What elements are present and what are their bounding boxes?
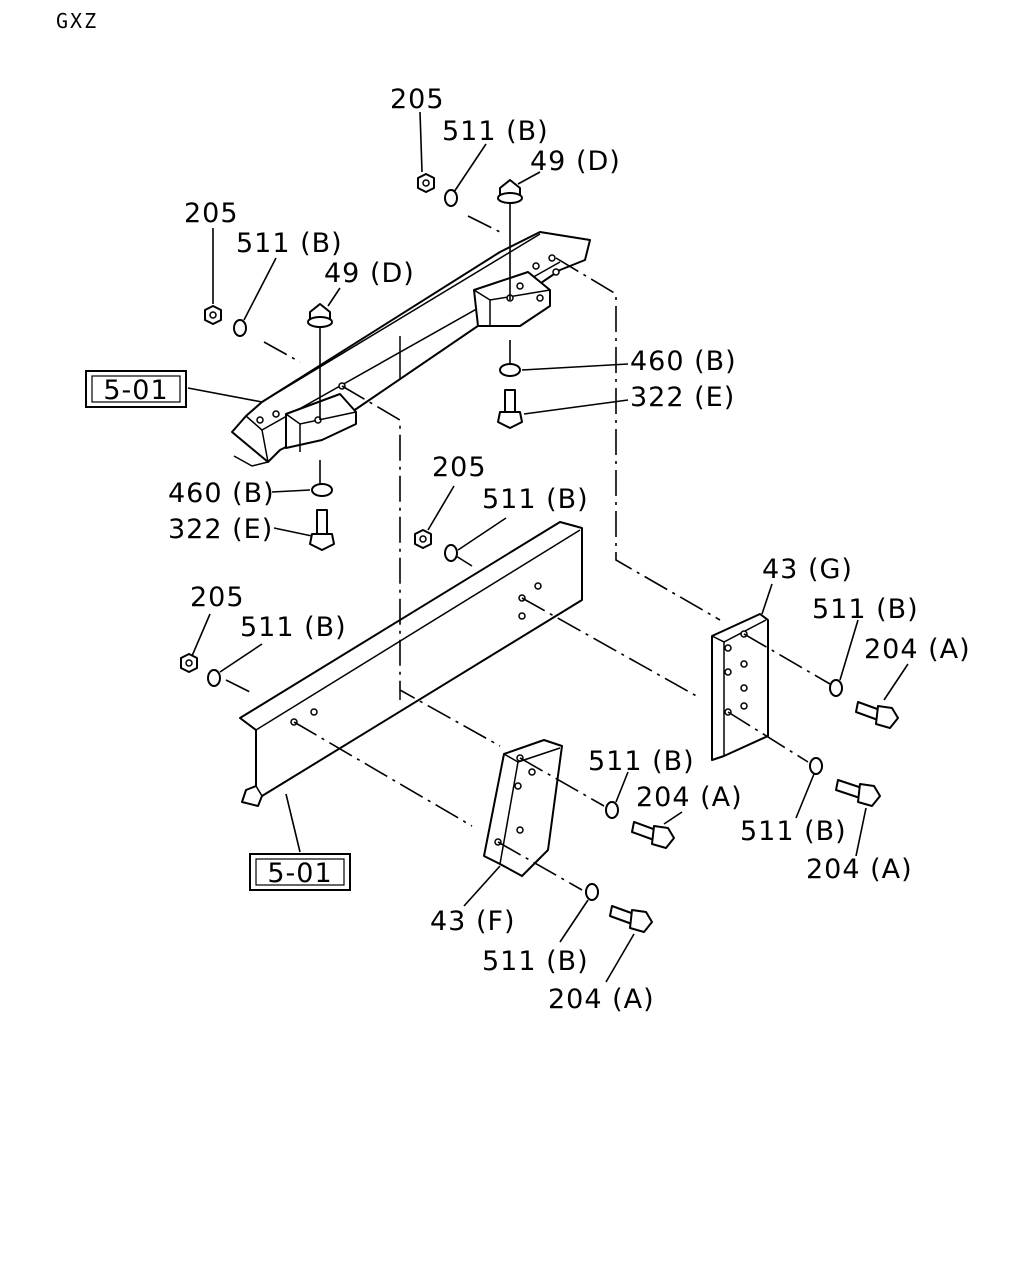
bolt-icon (855, 701, 899, 729)
reference-box-lower[interactable]: 5-01 (249, 853, 351, 891)
callout-bracket[interactable]: 43 (F) (430, 906, 516, 937)
callout-bolt[interactable]: 204 (A) (636, 782, 743, 813)
flange-nut-icon (497, 179, 523, 204)
callout-washer[interactable]: 511 (B) (482, 946, 589, 977)
washer-icon (444, 544, 458, 562)
callout-bolt[interactable]: 204 (A) (864, 634, 971, 665)
flange-nut-icon (307, 303, 333, 328)
callout-washer[interactable]: 511 (B) (740, 816, 847, 847)
upper-cross-member (231, 231, 591, 467)
washer-icon (809, 757, 823, 775)
bolt-icon (497, 389, 523, 429)
cushion-icon (499, 363, 521, 377)
bolt-icon (631, 821, 675, 849)
callout-washer[interactable]: 511 (B) (812, 594, 919, 625)
model-code: GXZ (56, 9, 98, 33)
callout-washer[interactable]: 511 (B) (588, 746, 695, 777)
reference-label: 5-01 (103, 375, 168, 406)
bolt-icon (609, 905, 653, 933)
washer-icon (829, 679, 843, 697)
bracket-43g (711, 613, 769, 761)
nut-icon (204, 305, 222, 325)
callout-washer[interactable]: 511 (B) (240, 612, 347, 643)
washer-icon (585, 883, 599, 901)
callout-nut[interactable]: 205 (184, 198, 239, 229)
part-callouts: 205 511 (B) 49 (D) 205 511 (B) 49 (D) 46… (168, 84, 971, 1015)
callout-nut[interactable]: 205 (432, 452, 487, 483)
washer-icon (207, 669, 221, 687)
bolt-icon (835, 779, 881, 807)
washer-icon (605, 801, 619, 819)
washer-icon (444, 189, 458, 207)
callout-nut[interactable]: 205 (390, 84, 445, 115)
callout-cushion[interactable]: 460 (B) (630, 346, 737, 377)
callout-flange-nut[interactable]: 49 (D) (324, 258, 415, 289)
hardware (180, 173, 899, 933)
callout-nut[interactable]: 205 (190, 582, 245, 613)
reference-label: 5-01 (267, 858, 332, 889)
callout-washer[interactable]: 511 (B) (236, 228, 343, 259)
lower-side-rail (239, 521, 583, 807)
nut-icon (417, 173, 435, 193)
nut-icon (414, 529, 432, 549)
cushion-icon (311, 483, 333, 497)
callout-bolt[interactable]: 204 (A) (806, 854, 913, 885)
callout-flange-nut[interactable]: 49 (D) (530, 146, 621, 177)
reference-box-upper[interactable]: 5-01 (85, 370, 187, 408)
callout-bolt[interactable]: 204 (A) (548, 984, 655, 1015)
washer-icon (233, 319, 247, 337)
bolt-icon (309, 509, 335, 551)
callout-bolt[interactable]: 322 (E) (168, 514, 273, 545)
callout-cushion[interactable]: 460 (B) (168, 478, 275, 509)
alignment-lines (225, 200, 831, 891)
callout-bolt[interactable]: 322 (E) (630, 382, 735, 413)
leader-lines (187, 111, 909, 983)
callout-bracket[interactable]: 43 (G) (762, 554, 853, 585)
callout-washer[interactable]: 511 (B) (482, 484, 589, 515)
bracket-43f (483, 739, 563, 877)
callout-washer[interactable]: 511 (B) (442, 116, 549, 147)
nut-icon (180, 653, 198, 673)
